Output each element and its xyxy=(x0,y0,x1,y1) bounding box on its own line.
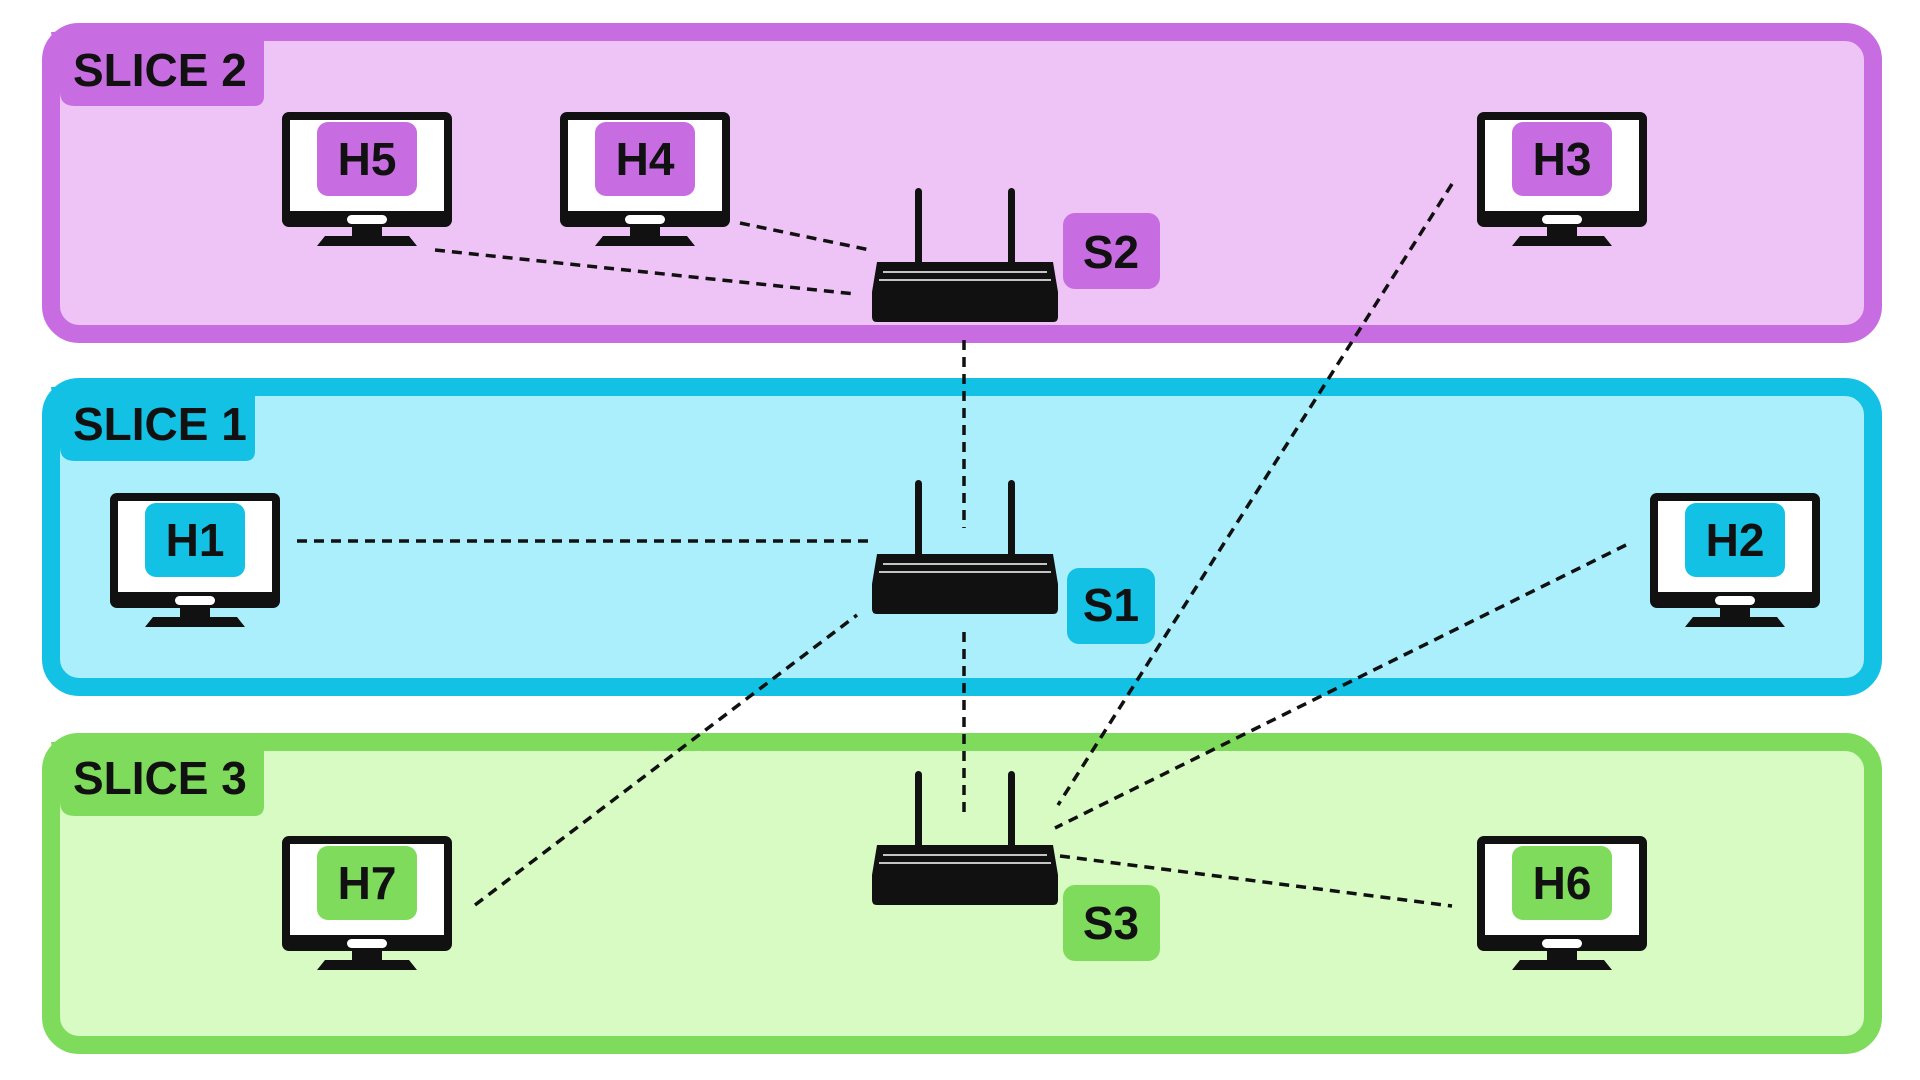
switch-s1: S1 xyxy=(871,479,1155,644)
switch-s2: S2 xyxy=(871,187,1160,323)
link-h7-s1 xyxy=(473,613,859,907)
host-h2: H2 xyxy=(1650,493,1820,627)
slice-2-tab xyxy=(51,32,264,106)
link-h2-s3 xyxy=(1054,543,1627,830)
switch-badge xyxy=(1063,213,1160,289)
host-h1: H1 xyxy=(110,493,280,627)
host-label: H2 xyxy=(1706,514,1765,566)
switch-label: S3 xyxy=(1083,897,1139,949)
host-label: H3 xyxy=(1533,133,1592,185)
link-h4-s2 xyxy=(739,221,871,252)
link-h3-s3 xyxy=(1056,183,1454,806)
slice-1-label: SLICE 1 xyxy=(73,398,247,450)
slice-1-box xyxy=(42,378,1882,696)
host-label: H4 xyxy=(616,133,675,185)
switch-s3: S3 xyxy=(871,770,1160,961)
host-badge xyxy=(1685,503,1785,577)
host-badge xyxy=(1512,122,1612,196)
host-label: H5 xyxy=(338,133,397,185)
link-h5-s2 xyxy=(434,248,856,296)
host-badge xyxy=(1512,846,1612,920)
host-h6: H6 xyxy=(1477,836,1647,970)
host-badge xyxy=(595,122,695,196)
host-badge xyxy=(145,503,245,577)
host-h4: H4 xyxy=(560,112,730,246)
host-h5: H5 xyxy=(282,112,452,246)
host-badge xyxy=(317,122,417,196)
host-label: H6 xyxy=(1533,857,1592,909)
slice-3-tab xyxy=(51,742,264,816)
host-label: H1 xyxy=(166,514,225,566)
host-h3: H3 xyxy=(1477,112,1647,246)
switch-badge xyxy=(1067,568,1155,644)
link-h6-s3 xyxy=(1059,854,1453,908)
slice-2-label: SLICE 2 xyxy=(73,44,247,96)
slice-3-label: SLICE 3 xyxy=(73,752,247,804)
host-badge xyxy=(317,846,417,920)
host-h7: H7 xyxy=(282,836,452,970)
switch-badge xyxy=(1063,885,1160,961)
switch-label: S2 xyxy=(1083,226,1139,278)
host-label: H7 xyxy=(338,857,397,909)
links xyxy=(297,183,1627,908)
slice-1-band: SLICE 1 xyxy=(42,378,1882,696)
switch-label: S1 xyxy=(1083,579,1139,631)
slice-1-tab xyxy=(51,387,255,461)
